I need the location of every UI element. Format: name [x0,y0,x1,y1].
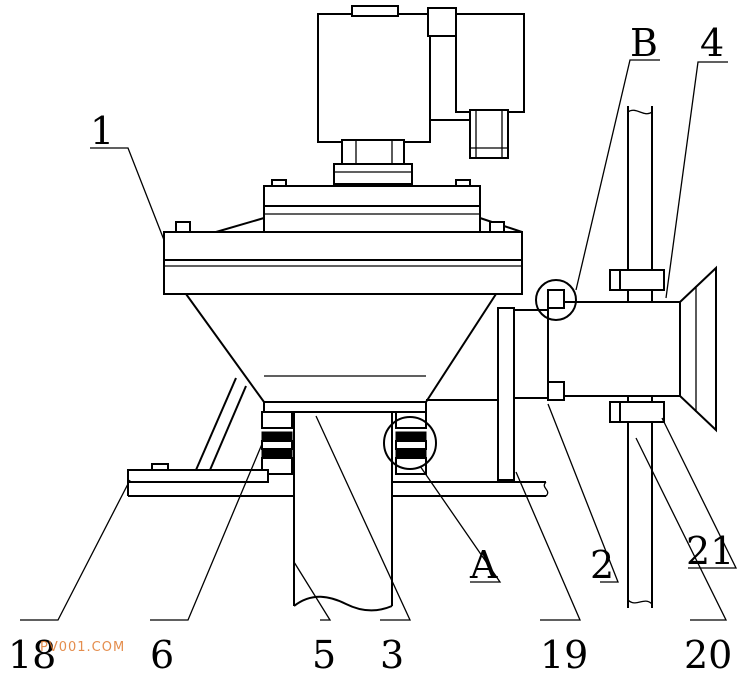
bolt-assembly-left [261,411,293,475]
support-bracket [127,377,549,497]
funnel [184,293,498,413]
nozzle-housing [547,265,717,433]
label-19: 19 [540,633,588,677]
vertical-plate [426,307,548,481]
label-b: B [630,21,658,65]
detail-circle-b [535,279,577,321]
label-6: 6 [150,633,174,677]
upper-flange [215,179,523,233]
label-3: 3 [380,633,404,677]
label-2: 2 [590,543,614,587]
label-4: 4 [700,21,724,65]
bolt-assembly-right [395,411,427,475]
label-1: 1 [90,109,114,153]
watermark: PV001.COM [40,640,126,655]
label-21: 21 [686,529,734,573]
main-body [163,221,523,295]
label-a: A [469,543,498,587]
label-18: 18 [8,633,56,677]
detail-circle-a [383,416,437,470]
rail [609,106,665,608]
solenoid-actuator [317,5,525,185]
label-20: 20 [684,633,732,677]
leader-lines [20,59,738,621]
label-5: 5 [312,633,336,677]
discharge-pipe [293,412,393,612]
